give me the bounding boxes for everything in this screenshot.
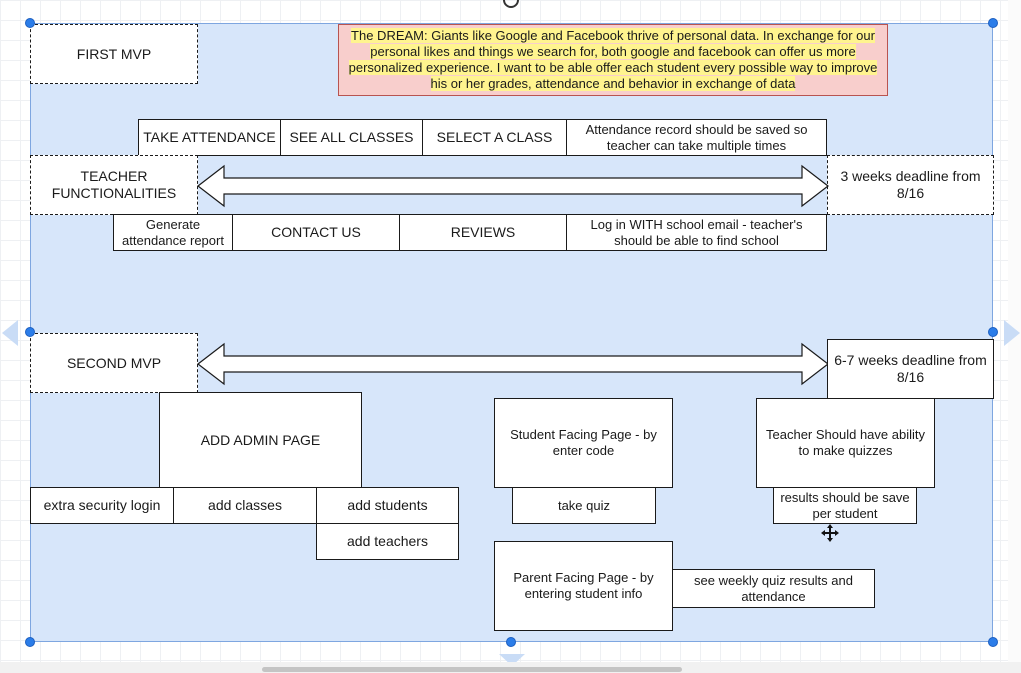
- double-arrow-icon[interactable]: [197, 164, 829, 208]
- reviews-box[interactable]: REVIEWS: [399, 214, 567, 251]
- contact-us-box[interactable]: CONTACT US: [232, 214, 400, 251]
- generate-report-label: Generate attendance report: [122, 216, 224, 248]
- expand-arrow-icon[interactable]: [2, 320, 18, 346]
- add-admin-page-box[interactable]: ADD ADMIN PAGE: [159, 392, 362, 488]
- reviews-label: REVIEWS: [450, 224, 516, 240]
- resize-handle-icon[interactable]: [506, 637, 516, 647]
- student-facing-page-box[interactable]: Student Facing Page - by enter code: [494, 398, 673, 488]
- resize-handle-icon[interactable]: [25, 327, 35, 337]
- student-facing-page-label: Student Facing Page - by enter code: [510, 427, 657, 458]
- extra-security-login-box[interactable]: extra security login: [30, 487, 174, 524]
- deadline-6-7-weeks-box[interactable]: 6-7 weeks deadline from 8/16: [827, 339, 994, 399]
- see-all-classes-label: SEE ALL CLASSES: [289, 129, 414, 145]
- extra-security-login-label: extra security login: [43, 497, 161, 513]
- resize-handle-icon[interactable]: [988, 327, 998, 337]
- add-students-box[interactable]: add students: [316, 487, 459, 524]
- first-mvp-box[interactable]: FIRST MVP: [30, 24, 198, 84]
- add-classes-box[interactable]: add classes: [173, 487, 317, 524]
- teacher-functionalities-label: TEACHER FUNCTIONALITIES: [51, 168, 177, 201]
- move-cursor-icon: [821, 524, 839, 542]
- school-login-label: Log in WITH school email - teacher's sho…: [590, 216, 803, 248]
- school-login-box[interactable]: Log in WITH school email - teacher's sho…: [566, 214, 827, 251]
- first-mvp-label: FIRST MVP: [76, 45, 152, 62]
- take-quiz-box[interactable]: take quiz: [512, 487, 656, 524]
- add-admin-page-label: ADD ADMIN PAGE: [200, 431, 321, 448]
- dream-note[interactable]: The DREAM: Giants like Google and Facebo…: [338, 24, 888, 96]
- select-class-label: SELECT A CLASS: [436, 129, 553, 145]
- double-arrow-icon[interactable]: [197, 342, 829, 386]
- contact-us-label: CONTACT US: [271, 224, 361, 240]
- second-mvp-box[interactable]: SECOND MVP: [30, 333, 198, 393]
- see-all-classes-box[interactable]: SEE ALL CLASSES: [280, 119, 423, 156]
- add-students-label: add students: [347, 497, 428, 513]
- parent-facing-page-box[interactable]: Parent Facing Page - by entering student…: [494, 541, 673, 631]
- resize-handle-icon[interactable]: [25, 637, 35, 647]
- attendance-record-box[interactable]: Attendance record should be saved so tea…: [566, 119, 827, 156]
- second-mvp-label: SECOND MVP: [66, 354, 162, 371]
- deadline-6-7-weeks-label: 6-7 weeks deadline from 8/16: [834, 352, 987, 385]
- teacher-quizzes-box[interactable]: Teacher Should have ability to make quiz…: [756, 398, 935, 488]
- add-teachers-box[interactable]: add teachers: [316, 523, 459, 560]
- deadline-3-weeks-label: 3 weeks deadline from 8/16: [840, 168, 981, 201]
- resize-handle-icon[interactable]: [988, 18, 998, 28]
- dream-note-text: The DREAM: Giants like Google and Facebo…: [348, 28, 878, 91]
- generate-report-box[interactable]: Generate attendance report: [113, 214, 233, 251]
- attendance-record-label: Attendance record should be saved so tea…: [585, 121, 808, 153]
- take-attendance-box[interactable]: TAKE ATTENDANCE: [138, 119, 281, 156]
- take-attendance-label: TAKE ATTENDANCE: [143, 129, 276, 145]
- add-teachers-label: add teachers: [347, 533, 428, 549]
- parent-facing-page-label: Parent Facing Page - by entering student…: [513, 570, 654, 601]
- weekly-quiz-results-box[interactable]: see weekly quiz results and attendance: [672, 569, 875, 608]
- take-quiz-label: take quiz: [557, 497, 611, 513]
- resize-handle-icon[interactable]: [988, 637, 998, 647]
- deadline-3-weeks-box[interactable]: 3 weeks deadline from 8/16: [827, 155, 994, 215]
- select-class-box[interactable]: SELECT A CLASS: [422, 119, 567, 156]
- results-saved-box[interactable]: results should be save per student: [773, 487, 917, 524]
- teacher-functionalities-box[interactable]: TEACHER FUNCTIONALITIES: [30, 155, 198, 215]
- results-saved-label: results should be save per student: [780, 489, 910, 521]
- teacher-quizzes-label: Teacher Should have ability to make quiz…: [766, 427, 925, 458]
- expand-arrow-icon[interactable]: [499, 654, 525, 666]
- scrollbar-thumb[interactable]: [262, 667, 682, 672]
- resize-handle-icon[interactable]: [25, 18, 35, 28]
- expand-arrow-icon[interactable]: [1004, 320, 1020, 346]
- weekly-quiz-results-label: see weekly quiz results and attendance: [694, 572, 853, 604]
- add-classes-label: add classes: [208, 497, 282, 513]
